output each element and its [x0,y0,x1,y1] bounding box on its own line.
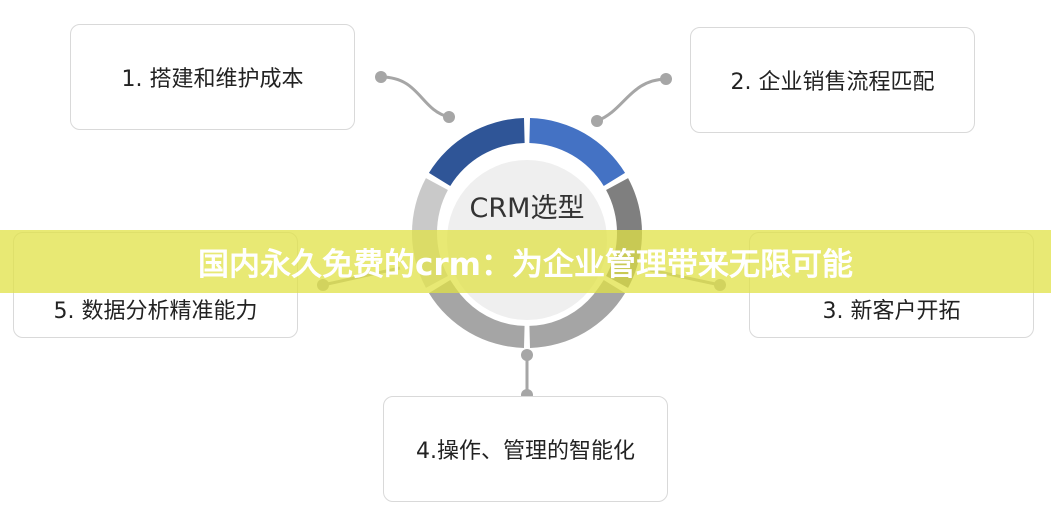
banner-title: 国内永久免费的crm：为企业管理带来无限可能 [198,247,853,283]
item-box-1: 1. 搭建和维护成本 [70,24,355,130]
ring-segment [529,280,626,348]
connector-dot [521,349,533,361]
item-label: 1. 搭建和维护成本 [121,67,304,92]
item-box-2: 2. 企业销售流程匹配 [690,27,975,133]
connector-1 [380,75,450,119]
item-box-4: 4.操作、管理的智能化 [383,396,668,502]
item-label: 4.操作、管理的智能化 [416,439,635,464]
item-label: 5. 数据分析精准能力 [53,299,258,324]
ring-segment [529,118,626,186]
item-label: 3. 新客户开拓 [822,299,961,324]
ring-segment [428,118,525,186]
center-label: CRM选型 [469,193,585,224]
connector-dot [375,71,387,83]
item-label: 2. 企业销售流程匹配 [730,70,935,95]
connector-dot [591,115,603,127]
ring-segment [428,280,525,348]
connector-dot [660,73,672,85]
connector-dot [443,111,455,123]
title-banner: 国内永久免费的crm：为企业管理带来无限可能 [0,230,1051,293]
connector-2 [596,77,667,123]
